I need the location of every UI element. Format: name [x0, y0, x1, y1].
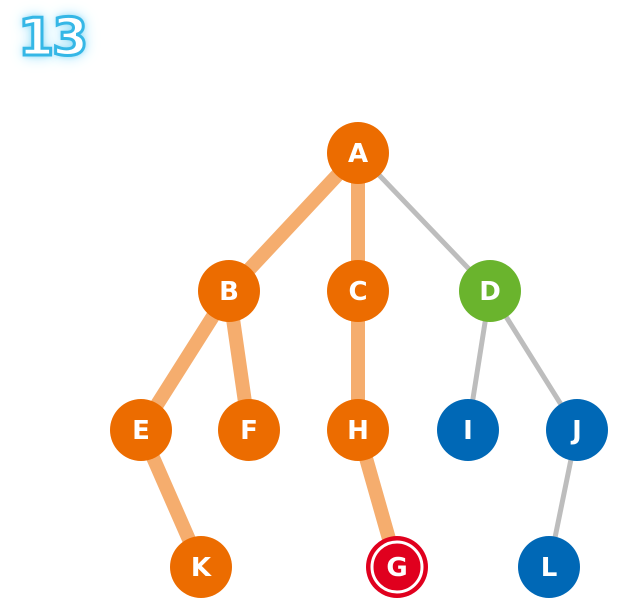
- node-label: F: [240, 416, 258, 446]
- node-circle: [518, 536, 580, 598]
- goal-inner-ring: [370, 540, 424, 594]
- goal-outer-ring: [366, 536, 428, 598]
- edge-a-b: [222, 146, 365, 298]
- node-circle: [170, 536, 232, 598]
- node-i: I: [437, 399, 499, 461]
- node-l: L: [518, 536, 580, 598]
- node-circle: [546, 399, 608, 461]
- node-label: L: [541, 553, 558, 583]
- node-label: E: [132, 416, 150, 446]
- nodes-layer: A B C D E F H I J K G L: [110, 122, 608, 598]
- node-circle: [459, 260, 521, 322]
- node-k: K: [170, 536, 232, 598]
- node-a: A: [327, 122, 389, 184]
- node-label: H: [347, 416, 369, 446]
- node-circle: [198, 260, 260, 322]
- edge-a-d: [355, 150, 493, 294]
- node-h: H: [327, 399, 389, 461]
- node-circle: [327, 260, 389, 322]
- node-circle: [218, 399, 280, 461]
- step-counter: 13: [16, 7, 89, 70]
- node-f: F: [218, 399, 280, 461]
- node-label: I: [463, 416, 473, 446]
- node-circle: [327, 399, 389, 461]
- node-circle: [327, 122, 389, 184]
- node-label: J: [570, 416, 582, 446]
- node-label: A: [348, 139, 368, 169]
- node-circle: [110, 399, 172, 461]
- node-g: G: [366, 536, 428, 598]
- node-label: K: [191, 553, 212, 583]
- node-d: D: [459, 260, 521, 322]
- edges-layer: [134, 146, 580, 574]
- node-c: C: [327, 260, 389, 322]
- node-label: D: [479, 277, 501, 307]
- node-j: J: [546, 399, 608, 461]
- node-e: E: [110, 399, 172, 461]
- node-label: C: [348, 277, 367, 307]
- node-label: G: [386, 553, 407, 583]
- node-label: B: [219, 277, 239, 307]
- node-circle: [437, 399, 499, 461]
- node-b: B: [198, 260, 260, 322]
